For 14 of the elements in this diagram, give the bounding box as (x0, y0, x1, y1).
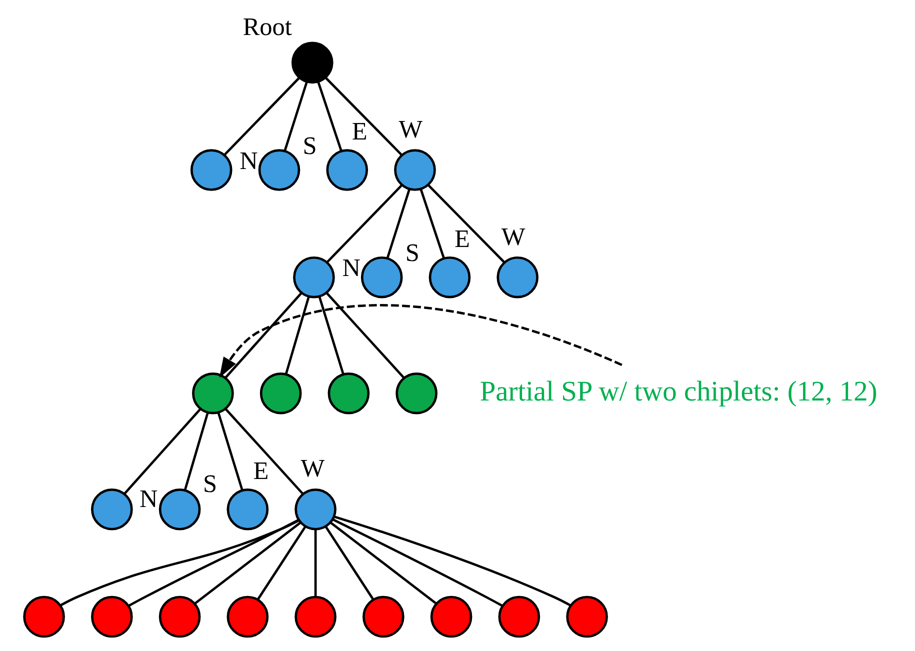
node-label: Root (242, 12, 292, 41)
node-label: W (500, 222, 525, 251)
node-label: S (404, 239, 419, 268)
node-label: E (351, 118, 367, 146)
node-label: N (138, 485, 158, 514)
node-label: S (202, 470, 217, 498)
node-label: W (300, 454, 324, 483)
node-text: Partial SP w/ two chiplets: (12, 12) (479, 376, 877, 408)
node-label: E (252, 456, 268, 485)
node-label: W (398, 115, 422, 144)
node-label: N (342, 254, 360, 282)
node-label: S (302, 132, 316, 160)
node-label: N (239, 146, 258, 175)
node-label: E (454, 225, 470, 253)
